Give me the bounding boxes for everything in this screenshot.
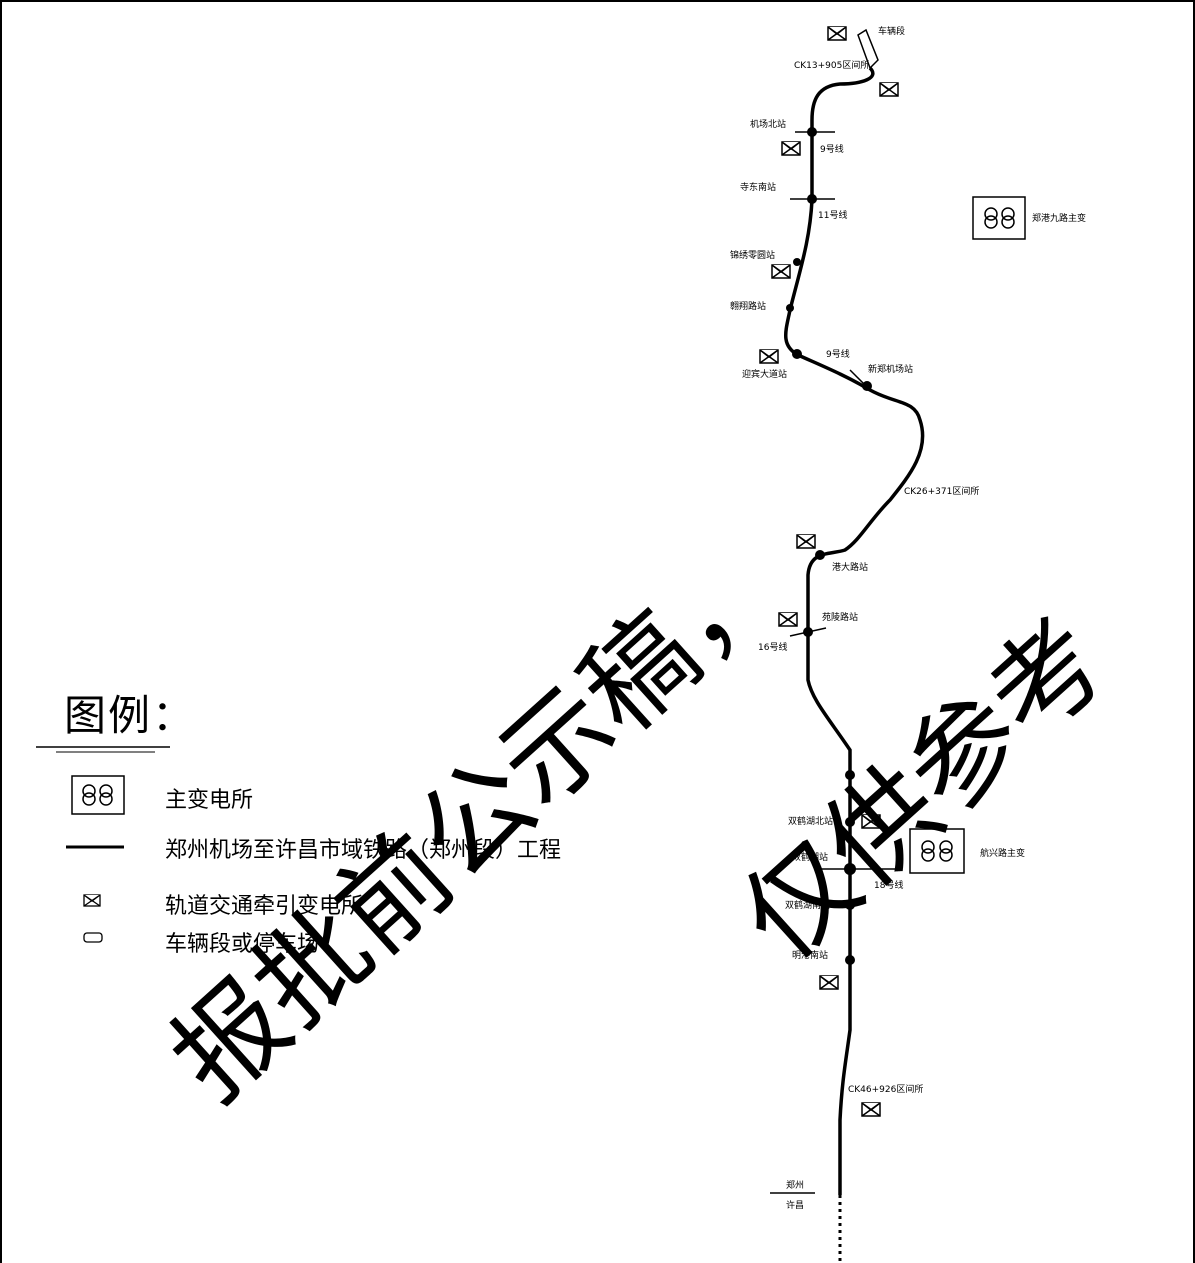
traction-substations	[759, 26, 899, 1117]
station-shuanghe	[844, 863, 856, 875]
station-minggangnan	[845, 955, 855, 965]
label-line18: 18号线	[874, 879, 903, 891]
label-xinzheng: 新郑机场站	[868, 363, 913, 375]
label-main-sub-1: 郑港九路主变	[1032, 212, 1086, 224]
label-yingbin: 迎宾大道站	[742, 368, 787, 380]
traction-substation-icon	[879, 82, 899, 97]
main-substation-icon	[972, 196, 1026, 240]
station-shuanghebei	[845, 817, 855, 827]
station-gangda	[815, 550, 825, 560]
label-line11: 11号线	[818, 209, 847, 221]
label-section3: CK46+926区间所	[848, 1083, 923, 1095]
label-shuanghebei: 双鹤湖北站	[788, 815, 833, 827]
label-jichangbei: 机场北站	[750, 118, 786, 130]
legend-label-traction-substation: 轨道交通牵引变电所	[165, 894, 364, 919]
traction-substation-icon	[759, 349, 779, 364]
label-shuanghe: 双鹤湖站	[792, 851, 828, 863]
station-chaoyang	[786, 304, 794, 312]
label-gangda: 港大路站	[832, 561, 868, 573]
station-sidongnan	[807, 194, 817, 204]
label-line9b: 9号线	[826, 348, 850, 360]
label-section1: CK13+905区间所	[794, 59, 869, 71]
legend-label-depot: 车辆段或停车场	[165, 932, 320, 957]
traction-substation-icon	[861, 814, 881, 829]
traction-substation-icon	[778, 612, 798, 627]
legend-label-line: 郑州机场至许昌市域铁路（郑州段）工程	[165, 838, 562, 863]
station-jinxiu	[793, 258, 801, 266]
label-yuanling: 苑陵路站	[822, 611, 858, 623]
label-sidongnan: 寺东南站	[740, 181, 776, 193]
label-jinxiu: 锦绣零圆站	[730, 249, 775, 261]
station-dots	[786, 127, 872, 965]
label-minggangnan: 明港南站	[792, 949, 828, 961]
label-shuanghenan: 双鹤湖南站	[785, 899, 830, 911]
label-section2: CK26+371区间所	[904, 485, 979, 497]
traction-substation-icon	[796, 534, 816, 549]
label-line9a: 9号线	[820, 143, 844, 155]
label-chaoyang: 翱翔路站	[730, 300, 766, 312]
station-yuanling	[803, 627, 813, 637]
label-line16: 16号线	[758, 641, 787, 653]
traction-substation-icon	[827, 26, 847, 41]
legend-title: 图例：	[64, 691, 197, 740]
legend-traction-substation-icon	[83, 894, 101, 907]
legend-label-main-substation: 主变电所	[165, 788, 254, 813]
label-border-top: 郑州	[786, 1179, 804, 1191]
traction-substation-icon	[819, 975, 839, 990]
label-depot: 车辆段	[878, 25, 905, 37]
traction-substation-icon	[771, 264, 791, 279]
station-jichangbei	[807, 127, 817, 137]
legend-depot-icon	[83, 932, 103, 943]
label-border-bottom: 许昌	[786, 1199, 804, 1211]
station-shuanghenan	[845, 900, 855, 910]
station-xinzheng	[862, 381, 872, 391]
main-substation-icon	[909, 828, 965, 874]
traction-substation-icon	[781, 141, 801, 156]
depot-shape	[857, 28, 879, 70]
traction-substation-icon	[861, 1102, 881, 1117]
station-yingbin	[792, 349, 802, 359]
station-1	[845, 770, 855, 780]
legend-main-substation-icon	[71, 775, 125, 815]
label-main-sub-2: 航兴路主变	[980, 847, 1025, 859]
